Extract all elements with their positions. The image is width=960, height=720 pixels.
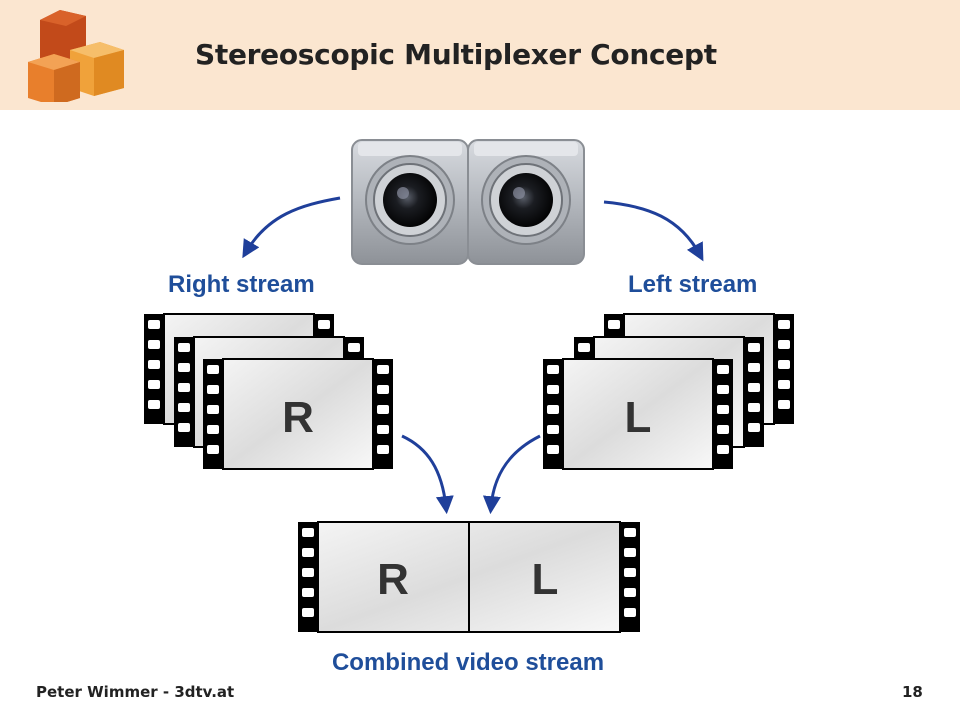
camera-left-unit: [351, 139, 469, 265]
left-frame-letter: L: [625, 393, 652, 442]
arrow-l-to-combined: [482, 434, 541, 515]
stereo-camera-icon: [351, 139, 585, 265]
header-band: Stereoscopic Multiplexer Concept: [0, 0, 960, 110]
slide-title: Stereoscopic Multiplexer Concept: [195, 38, 717, 71]
arrow-r-to-combined: [401, 434, 454, 515]
combined-r-letter: R: [377, 555, 409, 604]
arrow-to-left-stream: [603, 200, 704, 262]
left-frame-front: [562, 358, 714, 470]
right-frame-letter: R: [282, 393, 314, 442]
footer-page-number: 18: [902, 683, 923, 701]
combined-stream-label: Combined video stream: [332, 649, 604, 676]
combined-l-letter: L: [532, 555, 559, 604]
film-frames: [144, 313, 794, 633]
footer-author: Peter Wimmer - 3dtv.at: [36, 683, 235, 701]
camera-right-unit: [467, 139, 585, 265]
cubes-logo-icon: [28, 10, 124, 102]
arrow-to-right-stream: [242, 196, 341, 259]
right-stream-label: Right stream: [168, 271, 315, 298]
left-stream-label: Left stream: [628, 271, 757, 298]
right-frame-front: [222, 358, 374, 470]
